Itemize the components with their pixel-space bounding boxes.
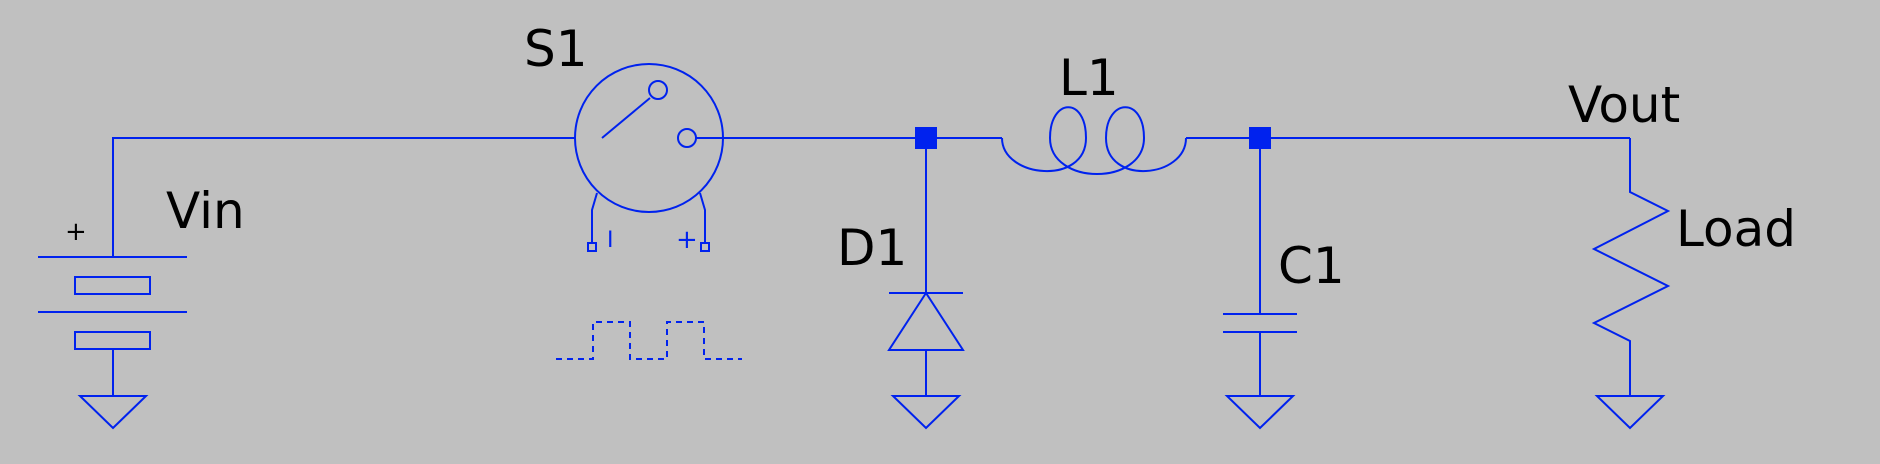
junction-node-vout — [1249, 127, 1271, 149]
load-resistor-symbol — [1591, 138, 1671, 396]
diode-ground-symbol — [890, 395, 962, 430]
vin-ground-symbol — [77, 395, 149, 430]
diode-label: D1 — [837, 219, 907, 277]
capacitor-label: C1 — [1278, 237, 1345, 295]
vout-net-label: Vout — [1568, 76, 1680, 134]
capacitor-ground-symbol — [1224, 395, 1296, 430]
load-label: Load — [1676, 200, 1796, 258]
vin-label: Vin — [166, 182, 245, 240]
switch-s1-symbol — [574, 63, 724, 252]
vin-battery-symbol — [38, 256, 187, 396]
diode-d1-symbol — [887, 149, 965, 396]
junction-node-switch — [915, 127, 937, 149]
switch-ctrl-plus-label: + — [676, 225, 698, 255]
inductor-l1-symbol — [1001, 106, 1187, 175]
vin-polarity-label: + — [65, 217, 87, 247]
load-ground-symbol — [1594, 395, 1666, 430]
wire-vin-to-switch — [112, 137, 576, 257]
capacitor-c1-symbol — [1223, 149, 1297, 396]
switch-ctrl-minus-label: I — [607, 228, 614, 253]
switch-label: S1 — [524, 20, 588, 78]
pwm-waveform-symbol — [556, 321, 742, 360]
inductor-label: L1 — [1059, 49, 1119, 107]
